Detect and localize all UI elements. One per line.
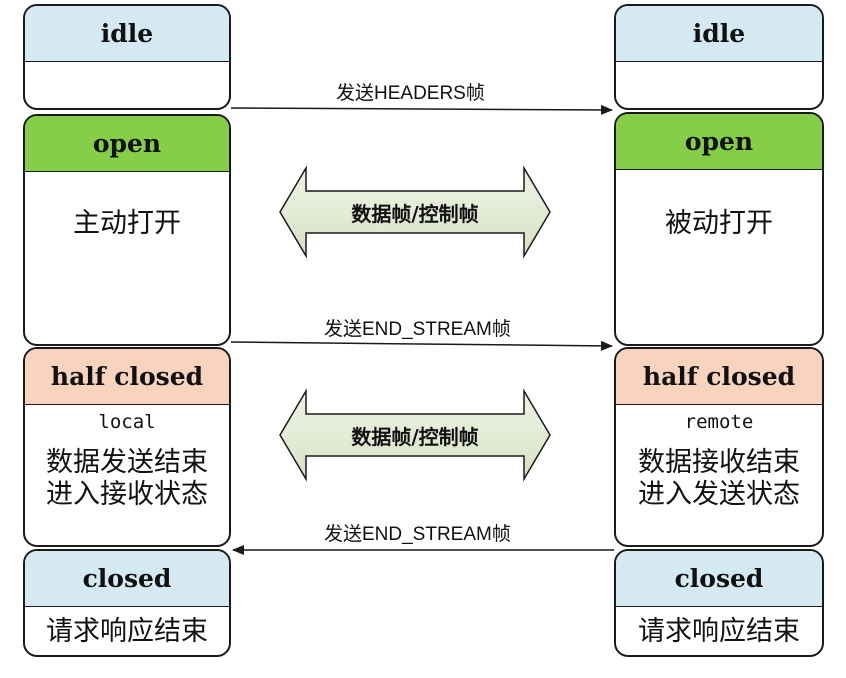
right-open-title: open (616, 114, 822, 170)
left-idle-state: idle (23, 4, 231, 110)
left-closed-desc: 请求响应结束 (46, 616, 208, 647)
right-closed-state: closed 请求响应结束 (614, 549, 824, 657)
end-stream-arrow-1 (230, 340, 613, 351)
right-half-closed-sub: remote (684, 411, 754, 433)
right-half-closed-state: half closed remote 数据接收结束 进入发送状态 (614, 347, 824, 547)
right-idle-state: idle (614, 4, 824, 110)
upper-exchange-double-arrow (279, 165, 551, 259)
left-open-body: 主动打开 (25, 172, 229, 344)
left-half-closed-line1: 数据发送结束 (46, 447, 208, 478)
headers-message-label: 发送HEADERS帧 (336, 83, 485, 104)
right-open-state: open 被动打开 (614, 112, 824, 346)
left-half-closed-sub: local (98, 411, 156, 433)
right-closed-title: closed (616, 551, 822, 607)
left-idle-title: idle (25, 6, 229, 62)
upper-exchange-label: 数据帧/控制帧 (351, 201, 479, 226)
right-open-body: 被动打开 (616, 170, 822, 344)
right-half-closed-body: remote 数据接收结束 进入发送状态 (616, 405, 822, 545)
left-closed-state: closed 请求响应结束 (23, 549, 231, 657)
left-open-title: open (25, 116, 229, 172)
right-half-closed-line2: 进入发送状态 (638, 479, 800, 510)
right-open-desc: 被动打开 (665, 208, 773, 239)
right-half-closed-title: half closed (616, 349, 822, 405)
left-closed-title: closed (25, 551, 229, 607)
end-stream-message-label-2: 发送END_STREAM帧 (324, 524, 511, 545)
left-half-closed-state: half closed local 数据发送结束 进入接收状态 (23, 347, 231, 547)
lower-exchange-double-arrow (279, 388, 551, 482)
left-half-closed-title: half closed (25, 349, 229, 405)
end-stream-message-label-1: 发送END_STREAM帧 (324, 319, 511, 340)
left-half-closed-body: local 数据发送结束 进入接收状态 (25, 405, 229, 545)
left-closed-body: 请求响应结束 (25, 607, 229, 655)
lower-exchange-label: 数据帧/控制帧 (351, 424, 479, 449)
right-closed-body: 请求响应结束 (616, 607, 822, 655)
left-half-closed-line2: 进入接收状态 (46, 479, 208, 510)
headers-arrow (230, 104, 613, 115)
right-half-closed-line1: 数据接收结束 (638, 447, 800, 478)
left-open-desc: 主动打开 (73, 208, 181, 239)
right-idle-title: idle (616, 6, 822, 62)
left-open-state: open 主动打开 (23, 114, 231, 346)
right-closed-desc: 请求响应结束 (638, 616, 800, 647)
